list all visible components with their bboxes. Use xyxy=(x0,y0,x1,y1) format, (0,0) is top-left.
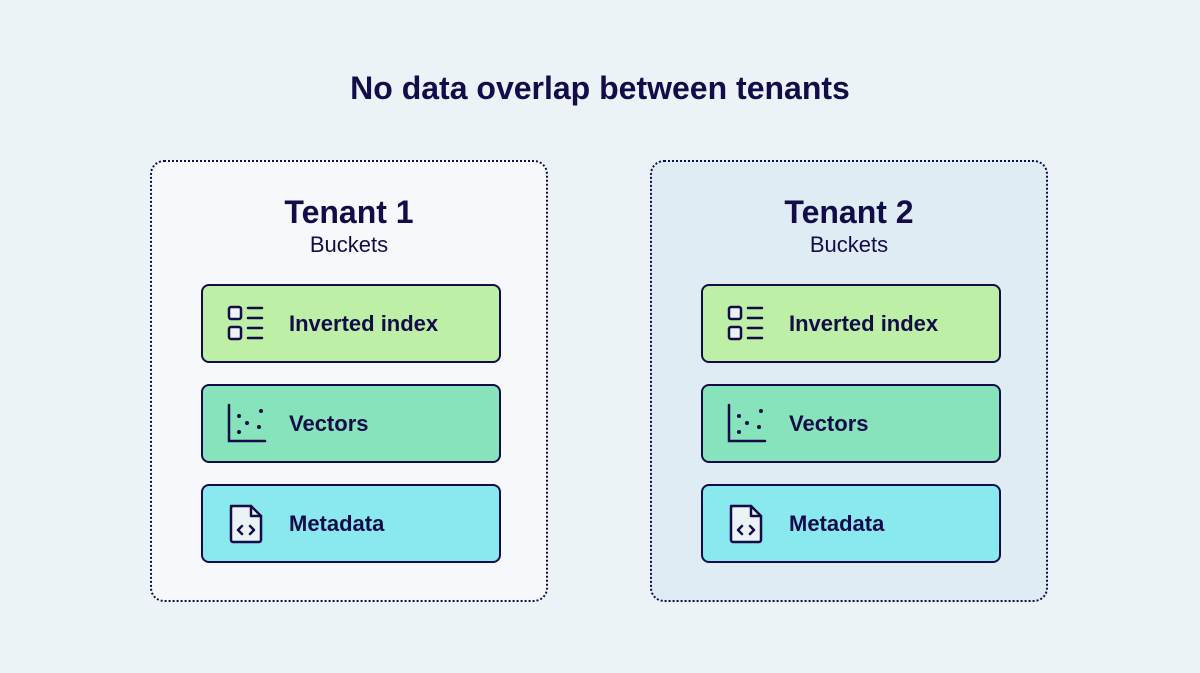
list-icon xyxy=(227,305,264,340)
bucket-label: Vectors xyxy=(289,410,369,436)
tenant-2-panel: Tenant 2 Buckets Inverted index Vectors … xyxy=(650,160,1048,602)
tenant-name: Tenant 1 xyxy=(284,194,414,230)
bucket-label: Inverted index xyxy=(789,310,939,336)
code-file-icon xyxy=(729,504,763,543)
bucket-label: Inverted index xyxy=(289,310,439,336)
bucket-inverted-index: Inverted index xyxy=(201,284,501,363)
bucket-metadata: Metadata xyxy=(701,484,1001,563)
bucket-vectors: Vectors xyxy=(201,384,501,463)
bucket-vectors: Vectors xyxy=(701,384,1001,463)
diagram-title: No data overlap between tenants xyxy=(350,70,850,106)
bucket-metadata: Metadata xyxy=(201,484,501,563)
tenant-subtitle: Buckets xyxy=(309,232,389,257)
tenant-1-panel: Tenant 1 Buckets Inverted index Vectors … xyxy=(150,160,548,602)
code-file-icon xyxy=(229,504,263,543)
bucket-label: Vectors xyxy=(789,410,869,436)
bucket-inverted-index: Inverted index xyxy=(701,284,1001,363)
scatter-plot-icon xyxy=(727,403,767,442)
tenant-subtitle: Buckets xyxy=(809,232,889,257)
tenant-name: Tenant 2 xyxy=(784,194,914,230)
bucket-label: Metadata xyxy=(289,510,385,536)
list-icon xyxy=(727,305,764,340)
scatter-plot-icon xyxy=(227,403,267,442)
bucket-label: Metadata xyxy=(789,510,885,536)
